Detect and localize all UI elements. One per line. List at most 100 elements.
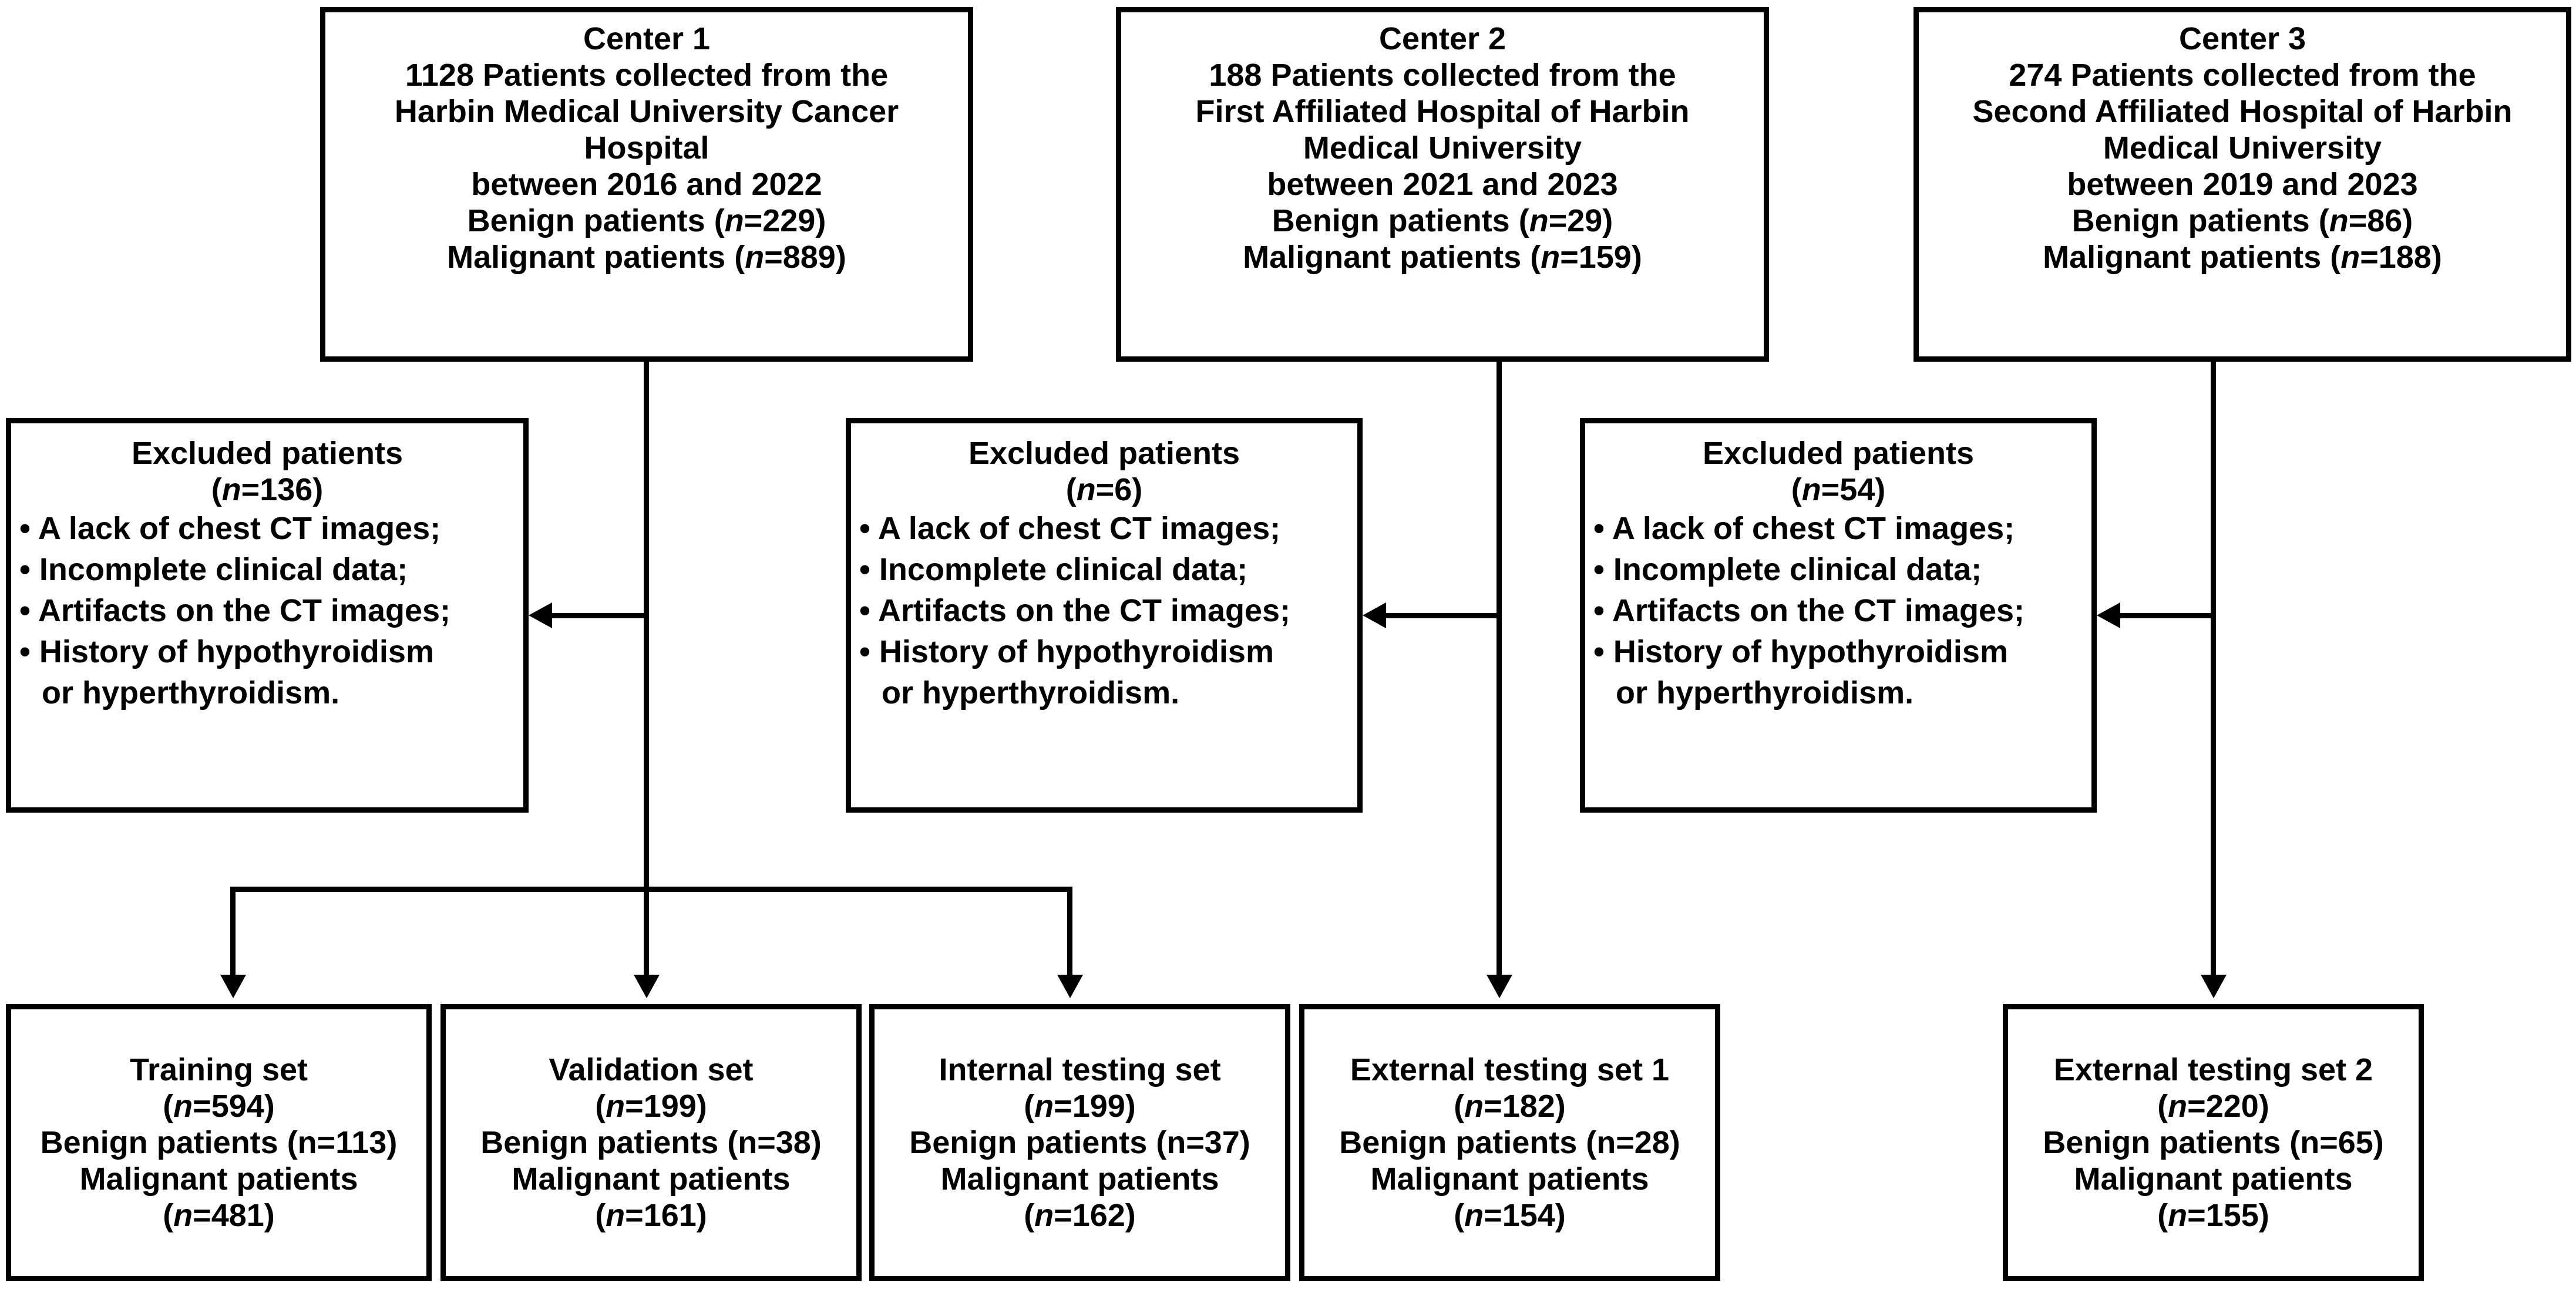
center-2-line-3: Medical University — [1303, 130, 1582, 166]
internal-testing-set-drop-line — [1067, 887, 1072, 975]
internal-testing-set-heading: Internal testing set — [939, 1052, 1221, 1087]
internal-testing-set-arrowhead — [1057, 975, 1083, 998]
excluded-2-criterion-1: • A lack of chest CT images; — [859, 511, 1281, 546]
external-testing-set-2-heading: External testing set 2 — [2053, 1052, 2373, 1087]
bullet-icon: • — [1593, 634, 1605, 669]
bullet-icon: • — [19, 552, 31, 587]
bullet-icon: • — [19, 634, 31, 669]
external-testing-set-1-heading: External testing set 1 — [1350, 1052, 1670, 1087]
excluded-3-count: (n=54) — [1791, 472, 1886, 507]
training-set-malignant-label: Malignant patients — [79, 1161, 358, 1197]
external-testing-set-2-benign: Benign patients (n=65) — [2043, 1125, 2384, 1160]
validation-set-drop-line — [644, 887, 649, 975]
center-2-line-4: between 2021 and 2023 — [1267, 167, 1618, 202]
bullet-icon: • — [859, 552, 870, 587]
center-3-line-1: 274 Patients collected from the — [2009, 58, 2476, 93]
center-2-malignant: Malignant patients (n=159) — [1243, 240, 1642, 275]
center-3-line-2: Second Affiliated Hospital of Harbin — [1972, 94, 2513, 129]
excluded-1-criterion-4: • History of hypothyroidism — [19, 634, 434, 669]
external-testing-set-2-arrowhead — [2201, 975, 2227, 998]
excluded-3-criterion-4: • History of hypothyroidism — [1593, 634, 2008, 669]
center-1-benign: Benign patients (n=229) — [467, 203, 826, 238]
center-1-stem — [644, 362, 649, 889]
center-1-line-4: between 2016 and 2022 — [471, 167, 822, 202]
center-2-box: Center 2 188 Patients collected from the… — [1116, 7, 1769, 362]
center-1-line-2: Harbin Medical University Cancer — [394, 94, 899, 129]
excluded-3-criterion-2: • Incomplete clinical data; — [1593, 552, 1982, 587]
internal-testing-set-box: Internal testing set (n=199) Benign pati… — [869, 1004, 1290, 1281]
internal-testing-set-count: (n=199) — [1024, 1089, 1136, 1124]
excluded-1-criterion-3: • Artifacts on the CT images; — [19, 593, 451, 628]
bullet-icon: • — [859, 593, 870, 628]
external-testing-set-2-count: (n=220) — [2157, 1089, 2269, 1124]
internal-testing-set-malignant-label: Malignant patients — [940, 1161, 1219, 1197]
validation-set-malignant-label: Malignant patients — [512, 1161, 791, 1197]
training-set-drop-line — [230, 887, 236, 975]
center-3-line-3: Medical University — [2103, 130, 2382, 166]
center-1-line-3: Hospital — [584, 130, 709, 166]
center-2-line-2: First Affiliated Hospital of Harbin — [1195, 94, 1690, 129]
excluded-3-heading: Excluded patients — [1702, 436, 1975, 471]
center-1-box: Center 1 1128 Patients collected from th… — [320, 7, 973, 362]
excluded-2-criterion-3: • Artifacts on the CT images; — [859, 593, 1291, 628]
excluded-3-criterion-3: • Artifacts on the CT images; — [1593, 593, 2025, 628]
validation-set-box: Validation set (n=199) Benign patients (… — [440, 1004, 862, 1281]
external-testing-set-2-box: External testing set 2 (n=220) Benign pa… — [2003, 1004, 2424, 1281]
excluded-2-count: (n=6) — [1065, 472, 1143, 507]
excluded-3-box: Excluded patients (n=54) • A lack of che… — [1580, 418, 2097, 813]
center-2-to-excluded-arrowhead — [1363, 602, 1386, 628]
excluded-1-heading: Excluded patients — [131, 436, 403, 471]
external-testing-set-2-malignant-count: (n=155) — [2157, 1198, 2269, 1233]
excluded-3-criterion-4-cont: or hyperthyroidism. — [1616, 675, 1914, 710]
center-1-heading: Center 1 — [583, 21, 711, 56]
center-1-malignant: Malignant patients (n=889) — [447, 240, 846, 275]
bullet-icon: • — [1593, 511, 1605, 546]
center-2-benign: Benign patients (n=29) — [1272, 203, 1613, 238]
center-2-stem — [1496, 362, 1502, 975]
training-set-arrowhead — [220, 975, 246, 998]
validation-set-benign: Benign patients (n=38) — [480, 1125, 822, 1160]
excluded-1-criterion-2: • Incomplete clinical data; — [19, 552, 408, 587]
center-3-stem — [2211, 362, 2216, 975]
excluded-2-criterion-4-cont: or hyperthyroidism. — [882, 675, 1180, 710]
center-3-to-excluded-connector — [2120, 613, 2213, 618]
center-1-to-excluded-connector — [552, 613, 646, 618]
center-2-line-1: 188 Patients collected from the — [1209, 58, 1676, 93]
external-testing-set-1-malignant-count: (n=154) — [1454, 1198, 1566, 1233]
center-3-benign: Benign patients (n=86) — [2071, 203, 2413, 238]
center-1-to-excluded-arrowhead — [529, 602, 552, 628]
bullet-icon: • — [1593, 593, 1605, 628]
training-set-box: Training set (n=594) Benign patients (n=… — [6, 1004, 432, 1281]
external-testing-set-1-arrowhead — [1487, 975, 1512, 998]
center-3-box: Center 3 274 Patients collected from the… — [1913, 7, 2571, 362]
center-2-to-excluded-connector — [1386, 613, 1499, 618]
excluded-1-box: Excluded patients (n=136) • A lack of ch… — [6, 418, 529, 813]
excluded-1-count: (n=136) — [211, 472, 324, 507]
validation-set-arrowhead — [634, 975, 660, 998]
bullet-icon: • — [859, 511, 870, 546]
center-3-line-4: between 2019 and 2023 — [2067, 167, 2418, 202]
bullet-icon: • — [1593, 552, 1605, 587]
training-set-heading: Training set — [129, 1052, 308, 1087]
bullet-icon: • — [19, 593, 31, 628]
excluded-1-criterion-1: • A lack of chest CT images; — [19, 511, 441, 546]
center-2-heading: Center 2 — [1378, 21, 1506, 56]
excluded-2-heading: Excluded patients — [968, 436, 1240, 471]
external-testing-set-1-box: External testing set 1 (n=182) Benign pa… — [1299, 1004, 1720, 1281]
validation-set-count: (n=199) — [595, 1089, 707, 1124]
center-3-heading: Center 3 — [2178, 21, 2306, 56]
bullet-icon: • — [19, 511, 31, 546]
excluded-2-criterion-4: • History of hypothyroidism — [859, 634, 1274, 669]
center-1-split-bar — [230, 887, 1072, 892]
excluded-1-criterion-4-cont: or hyperthyroidism. — [42, 675, 340, 710]
training-set-malignant-count: (n=481) — [163, 1198, 275, 1233]
validation-set-malignant-count: (n=161) — [595, 1198, 707, 1233]
internal-testing-set-benign: Benign patients (n=37) — [909, 1125, 1250, 1160]
training-set-benign: Benign patients (n=113) — [40, 1125, 398, 1160]
excluded-2-criterion-2: • Incomplete clinical data; — [859, 552, 1248, 587]
center-3-malignant: Malignant patients (n=188) — [2043, 240, 2442, 275]
validation-set-heading: Validation set — [549, 1052, 754, 1087]
excluded-3-criterion-1: • A lack of chest CT images; — [1593, 511, 2015, 546]
internal-testing-set-malignant-count: (n=162) — [1024, 1198, 1136, 1233]
